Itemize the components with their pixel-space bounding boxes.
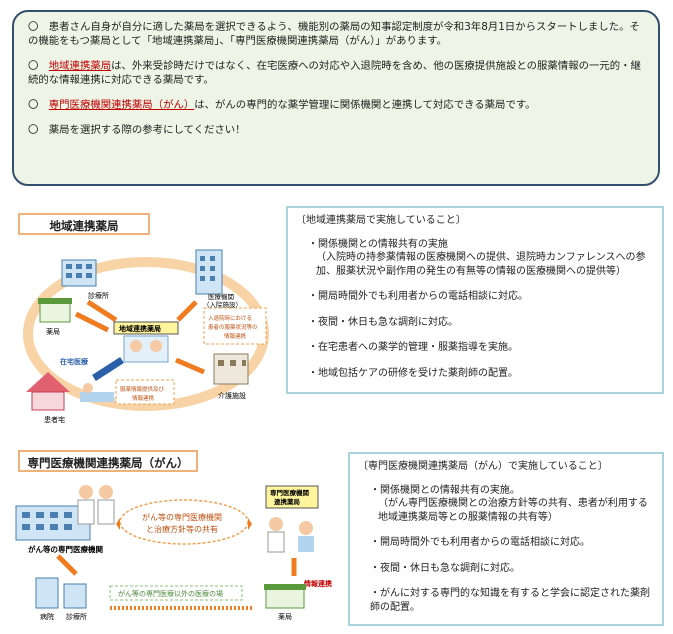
cancer-activities-box: 〔専門医療機関連携薬局（がん）で実施していること〕 ・関係機関との情報共有の実施… — [348, 452, 664, 626]
patient-icon — [80, 383, 114, 402]
regional-activities-header: 〔地域連携薬局で実施していること〕 — [296, 215, 466, 226]
svg-text:がん等の専門医療機関: がん等の専門医療機関 — [142, 512, 222, 522]
intro-paragraph-3: 〇 専門医療機関連携薬局（がん）は、がんの専門的な薬学管理に関係機関と連携して対… — [28, 99, 536, 111]
regional-pharmacy-link[interactable]: 地域連携薬局 — [48, 60, 112, 72]
center-pharmacy-label: 地域連携薬局 — [119, 324, 161, 333]
intro-paragraph-1: 〇 患者さん自身が自分に適した薬局を選択できるよう、機能別の薬局の知事認定制度が… — [28, 21, 640, 47]
bottom-pharmacy-icon — [264, 584, 306, 609]
cancer-institution-label: がん等の専門医療機関 — [28, 544, 103, 554]
regional-activities-box: 〔地域連携薬局で実施していること〕 ・関係機関との情報共有の実施 （入院時の持参… — [286, 206, 664, 394]
clinic-icon — [61, 259, 97, 287]
intro-paragraph-2: 〇 地域連携薬局は、外来受診時だけではなく、在宅医療への対応や入退院時を含め、他… — [28, 60, 641, 86]
care-facility-icon — [213, 353, 249, 385]
care-facility-label: 介護施設 — [218, 391, 246, 400]
small-hospital-icon — [35, 577, 87, 609]
cancer-diagram: がん等の専門医療機関 がん等の専門医療機関 と治療方針等の共有 専門医療機関 連… — [15, 485, 332, 621]
info-link-label: 情報連携 — [304, 579, 332, 588]
cancer-activities-header: 〔専門医療機関連携薬局（がん）で実施していること〕 — [358, 461, 608, 472]
home-label: 患者宅 — [44, 415, 65, 424]
svg-text:入退院時における: 入退院時における — [208, 314, 252, 322]
hospital-label: （入院施設） — [203, 300, 242, 309]
svg-text:と治療方針等の共有: と治療方針等の共有 — [146, 524, 218, 534]
svg-text:服薬情報提供及び: 服薬情報提供及び — [120, 385, 165, 393]
cancer-title: 専門医療機関連携薬局（がん） — [18, 450, 198, 472]
home-icon — [26, 372, 70, 411]
svg-text:患者の服薬状況等の: 患者の服薬状況等の — [208, 323, 258, 331]
svg-text:連携薬局: 連携薬局 — [274, 497, 301, 506]
cancer-pharmacy-link[interactable]: 専門医療機関連携薬局（がん） — [48, 99, 195, 111]
cancer-item-1: ・関係機関との情報共有の実施。 （がん専門医療機関との治療方針等の共有、患者が利… — [370, 484, 648, 523]
other-care-label: がん等の専門医療以外の医療の場 — [118, 589, 223, 598]
cancer-item-2: ・開局時間外でも利用者からの電話相談に対応。 — [370, 537, 590, 548]
home-care-label: 在宅医療 — [60, 357, 89, 366]
intro-panel: 〇 患者さん自身が自分に適した薬局を選択できるよう、機能別の薬局の知事認定制度が… — [12, 10, 660, 186]
regional-item-5: ・地域包括ケアの研修を受けた薬剤師の配置。 — [308, 367, 518, 379]
regional-item-3: ・夜間・休日も急な調剤に対応。 — [308, 316, 458, 328]
clinic-label: 診療所 — [88, 291, 109, 300]
pharmacist-icon — [267, 517, 314, 553]
regional-item-4: ・在宅患者への薬学的管理・服薬指導を実施。 — [308, 342, 518, 353]
svg-text:情報連携: 情報連携 — [224, 332, 247, 340]
regional-title: 地域連携薬局 — [18, 213, 150, 235]
regional-diagram: 診療所 医療機関 （入院施設） 薬局 地域連携薬局 入退院時における 患者の服薬… — [23, 249, 269, 424]
cancer-item-3: ・夜間・休日も急な調剤に対応。 — [370, 562, 520, 574]
intro-paragraph-4: 〇 薬局を選択する際の参考にしてください！ — [28, 124, 246, 136]
regional-item-1: ・関係機関との情報共有の実施 （入院時の持参薬情報の医療機関への提供、退院時カン… — [308, 238, 646, 277]
cancer-item-4: ・がんに対する専門的な知識を有すると学会に認定された薬剤師の配置。 — [370, 588, 650, 613]
bottom-hospital-label: 病院 — [40, 612, 54, 621]
doctor-icon — [77, 485, 115, 525]
pharmacy-left-icon — [38, 298, 72, 323]
pharmacy-left-label: 薬局 — [46, 327, 60, 336]
bottom-pharmacy-label: 薬局 — [278, 612, 292, 621]
svg-text:情報連携: 情報連携 — [132, 394, 155, 402]
hospital-icon — [195, 249, 223, 295]
regional-item-2: ・開局時間外でも利用者からの電話相談に対応。 — [308, 291, 528, 302]
hospital-top-label: 医療機関 — [208, 292, 234, 301]
svg-text:専門医療機関: 専門医療機関 — [270, 488, 310, 497]
bottom-clinic-label: 診療所 — [66, 612, 87, 621]
